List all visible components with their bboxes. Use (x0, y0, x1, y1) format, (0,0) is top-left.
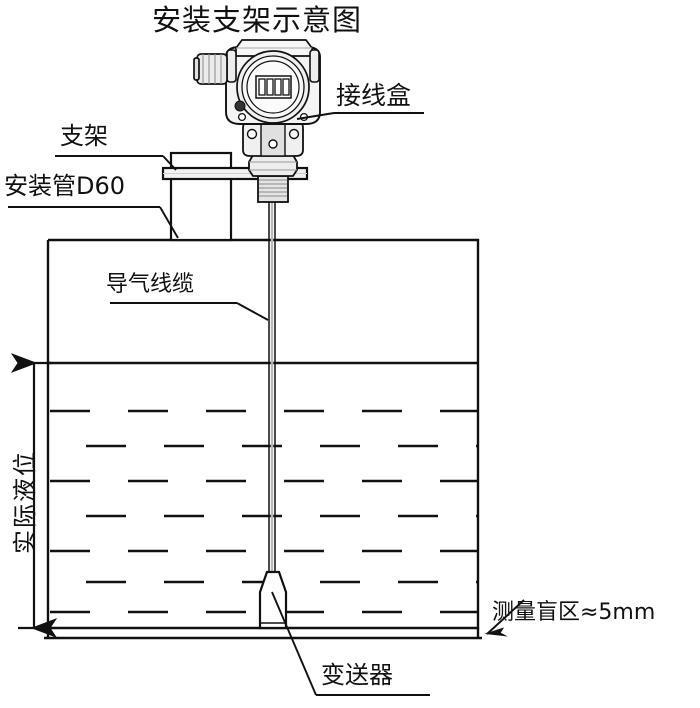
label-mounting-pipe: 安装管D60 (4, 172, 126, 200)
page-title: 安装支架示意图 (152, 3, 363, 37)
label-blind-zone: 测量盲区≈5mm (492, 600, 656, 625)
leader-blind-zone (484, 599, 525, 637)
transmitter-assembly (193, 39, 321, 203)
neck-flange (242, 120, 304, 157)
housing-side-tabs (226, 49, 320, 83)
label-transmitter: 变送器 (321, 661, 393, 689)
label-junction-box: 接线盒 (336, 81, 412, 110)
conduit-entry (193, 53, 228, 85)
lcd-digits (258, 78, 290, 96)
mounting-pipe (169, 151, 233, 242)
hex-nut (248, 154, 298, 177)
tank-outline (46, 238, 480, 630)
leader-air-cable (110, 302, 269, 321)
leader-junction-box (296, 112, 424, 120)
leader-mounting-pipe (8, 206, 179, 239)
gas-vent-cable (268, 196, 276, 574)
tank-bottom-wall (44, 628, 482, 640)
leader-bracket (55, 155, 177, 171)
label-air-cable: 导气线缆 (106, 272, 195, 297)
probe-body (258, 570, 288, 630)
label-actual-level: 实际液位 (11, 450, 39, 554)
zero-button (234, 100, 246, 112)
label-bracket: 支架 (60, 122, 108, 150)
thread-grooves (259, 179, 287, 197)
level-dimension-arrow (10, 353, 58, 638)
leader-transmitter (271, 591, 430, 696)
